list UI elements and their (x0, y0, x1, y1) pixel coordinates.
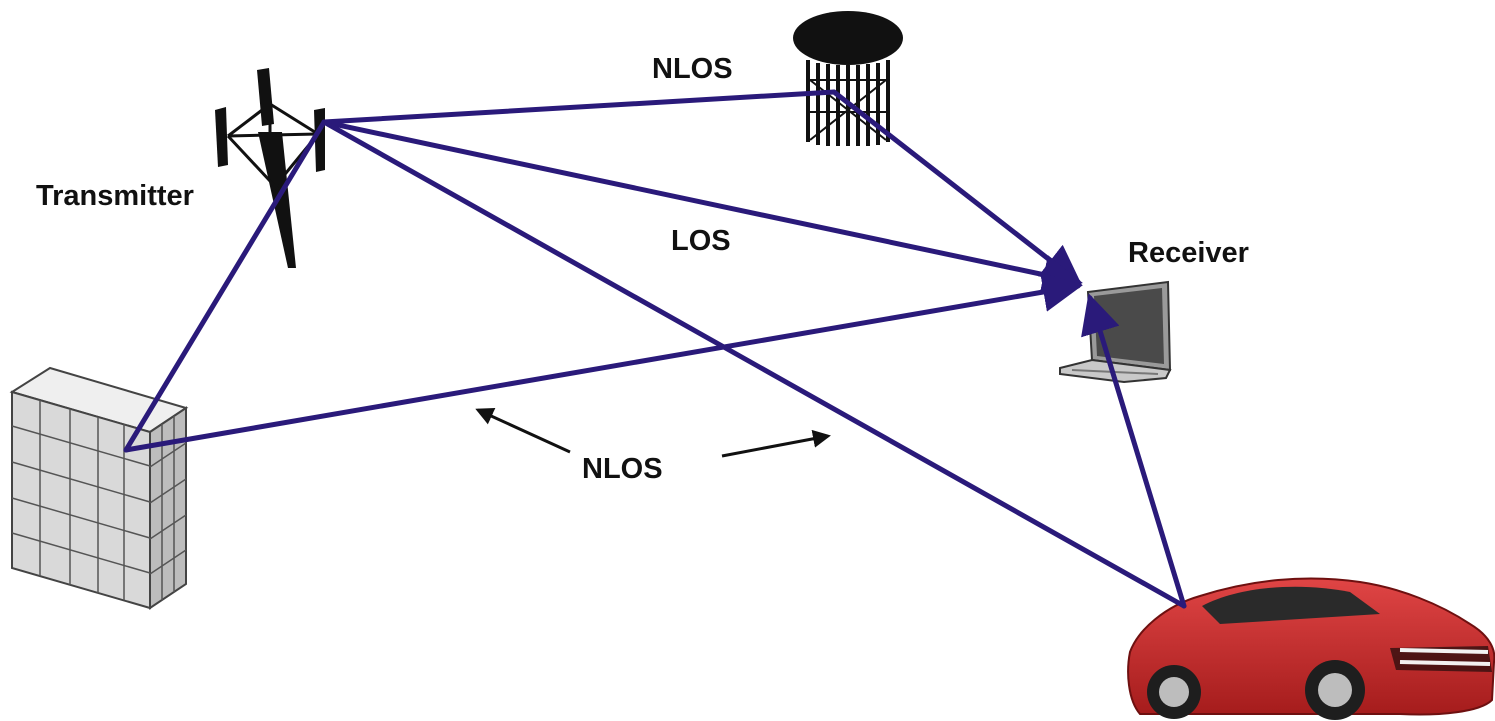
nlos-right-arrow (721, 429, 831, 458)
nlos-left-arrow (475, 408, 571, 454)
nlos-pointer-arrows (475, 408, 831, 458)
path-tx-to-water-tower (321, 89, 837, 125)
path-car-to-receiver (1081, 293, 1187, 609)
car-icon (1127, 577, 1495, 720)
path-building-to-receiver (123, 272, 1083, 453)
water-tower-icon (793, 11, 903, 146)
propagation-paths (123, 89, 1187, 609)
antenna-tower-icon (215, 68, 325, 268)
receiver-label: Receiver (1128, 237, 1249, 269)
nlos-top-label: NLOS (652, 53, 733, 85)
building-icon (9, 366, 189, 610)
path-tx-to-building (123, 119, 327, 453)
nlos-bottom-label: NLOS (582, 453, 663, 485)
path-los-tx-to-receiver (321, 119, 1083, 295)
los-label: LOS (671, 225, 731, 257)
path-water-tower-to-receiver (831, 89, 1082, 286)
path-tx-to-car (321, 119, 1187, 609)
laptop-icon (1059, 280, 1172, 384)
transmitter-label: Transmitter (36, 180, 194, 212)
